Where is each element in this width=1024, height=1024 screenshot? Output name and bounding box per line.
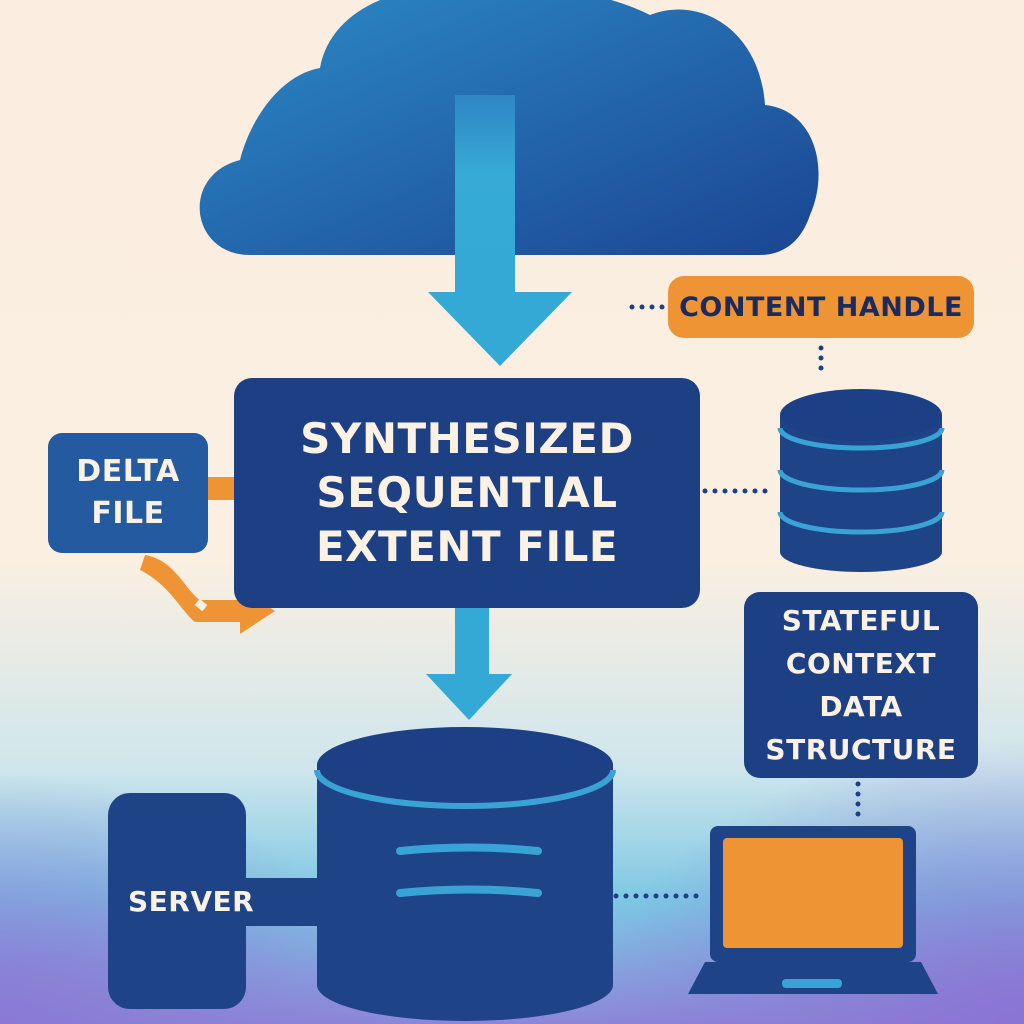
laptop-icon xyxy=(688,826,938,994)
down-arrow-icon xyxy=(426,606,512,720)
stateful-node-line: STRUCTURE xyxy=(765,733,957,766)
stateful-node-line: CONTEXT xyxy=(785,647,937,680)
server-node: SERVER xyxy=(108,793,254,1009)
database-icon xyxy=(777,389,945,572)
content-handle-label: CONTENT HANDLE xyxy=(679,291,963,323)
main-node-line: SEQUENTIAL xyxy=(316,468,618,517)
main-node-line: SYNTHESIZED xyxy=(300,414,634,463)
delta-node-line: DELTA xyxy=(76,454,180,489)
large-database-icon xyxy=(314,727,616,1021)
server-connector xyxy=(240,878,330,926)
dotted-connector xyxy=(613,304,861,899)
server-label: SERVER xyxy=(128,884,255,918)
stateful-node-line: DATA xyxy=(819,690,903,723)
synthesized-sequential-extent-file-node: SYNTHESIZED SEQUENTIAL EXTENT FILE xyxy=(234,378,700,608)
delta-file-node: DELTA FILE xyxy=(48,433,208,553)
delta-node-line: FILE xyxy=(91,496,165,531)
stateful-context-data-structure-node: STATEFUL CONTEXT DATA STRUCTURE xyxy=(744,592,978,778)
content-handle-node: CONTENT HANDLE xyxy=(668,276,974,338)
stateful-node-line: STATEFUL xyxy=(781,604,941,637)
main-node-line: EXTENT FILE xyxy=(315,522,619,571)
down-arrow-icon xyxy=(428,95,572,366)
